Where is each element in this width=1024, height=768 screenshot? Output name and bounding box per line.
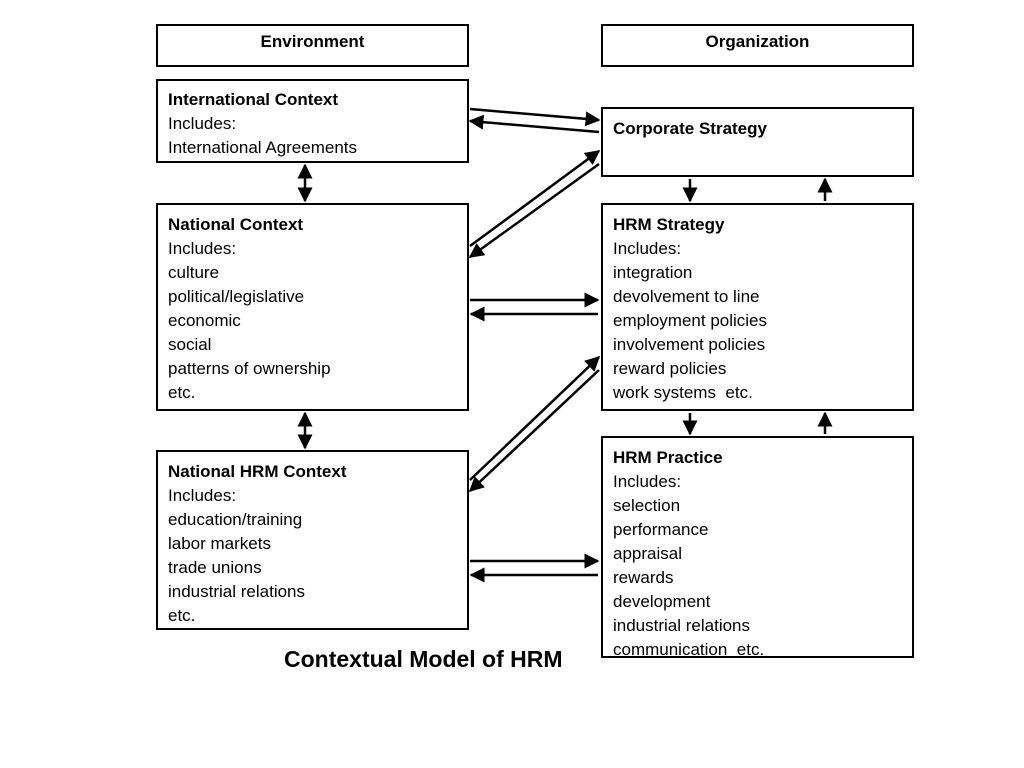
national-context-box: National Context Includes: culture polit…: [156, 203, 469, 411]
international-context-line: Includes:: [168, 114, 237, 133]
hrm-strategy-box: HRM Strategy Includes: integration devol…: [601, 203, 914, 411]
arrow-corporate-to-national: [468, 162, 600, 259]
national-hrm-context-line: education/training: [168, 510, 303, 529]
national-context-title: National Context: [168, 215, 304, 234]
international-context-box: International Context Includes: Internat…: [156, 79, 469, 163]
arrow-national-to-corporate: [469, 149, 601, 248]
national-context-line: political/legislative: [168, 287, 305, 306]
hrm-strategy-line: work systems etc.: [613, 383, 753, 402]
national-hrm-context-title: National HRM Context: [168, 462, 347, 481]
national-context-line: culture: [168, 263, 220, 282]
hrm-practice-line: rewards: [613, 568, 674, 587]
hrm-practice-line: industrial relations: [613, 616, 751, 635]
national-hrm-context-line: labor markets: [168, 534, 271, 553]
environment-header-label: Environment: [260, 32, 365, 51]
corporate-strategy-box: Corporate Strategy: [601, 107, 914, 177]
hrm-strategy-line: integration: [613, 263, 693, 282]
arrow-national-hrm-to-hrm-strategy: [469, 355, 601, 481]
national-context-line: Includes:: [168, 239, 237, 258]
national-context-line: patterns of ownership: [168, 359, 331, 378]
hrm-strategy-title: HRM Strategy: [613, 215, 725, 234]
hrm-practice-line: development: [613, 592, 711, 611]
hrm-practice-box: HRM Practice Includes: selection perform…: [601, 436, 914, 659]
arrow-international-to-corporate: [469, 107, 601, 127]
hrm-practice-line: appraisal: [613, 544, 682, 563]
national-hrm-context-line: trade unions: [168, 558, 262, 577]
international-context-title: International Context: [168, 90, 339, 109]
environment-header: Environment: [156, 24, 469, 67]
national-hrm-context-box: National HRM Context Includes: education…: [156, 450, 469, 630]
arrow-corporate-to-international: [468, 114, 600, 134]
hrm-practice-line: performance: [613, 520, 709, 539]
national-hrm-context-line: industrial relations: [168, 582, 306, 601]
hrm-practice-line: communication etc.: [613, 640, 765, 659]
hrm-strategy-line: employment policies: [613, 311, 768, 330]
hrm-practice-line: Includes:: [613, 472, 682, 491]
international-context-line: International Agreements: [168, 138, 358, 157]
national-hrm-context-line: etc.: [168, 606, 196, 625]
hrm-strategy-line: Includes:: [613, 239, 682, 258]
hrm-strategy-line: involvement policies: [613, 335, 766, 354]
national-context-line: social: [168, 335, 212, 354]
arrow-hrm-strategy-to-national-hrm: [468, 369, 600, 493]
national-context-line: etc.: [168, 383, 196, 402]
diagram-caption: Contextual Model of HRM: [284, 646, 563, 672]
organization-header-label: Organization: [705, 32, 810, 51]
hrm-strategy-line: reward policies: [613, 359, 727, 378]
national-hrm-context-line: Includes:: [168, 486, 237, 505]
corporate-strategy-title: Corporate Strategy: [613, 119, 767, 138]
national-context-line: economic: [168, 311, 241, 330]
organization-header: Organization: [601, 24, 914, 67]
hrm-practice-line: selection: [613, 496, 681, 515]
hrm-strategy-line: devolvement to line: [613, 287, 760, 306]
hrm-practice-title: HRM Practice: [613, 448, 723, 467]
